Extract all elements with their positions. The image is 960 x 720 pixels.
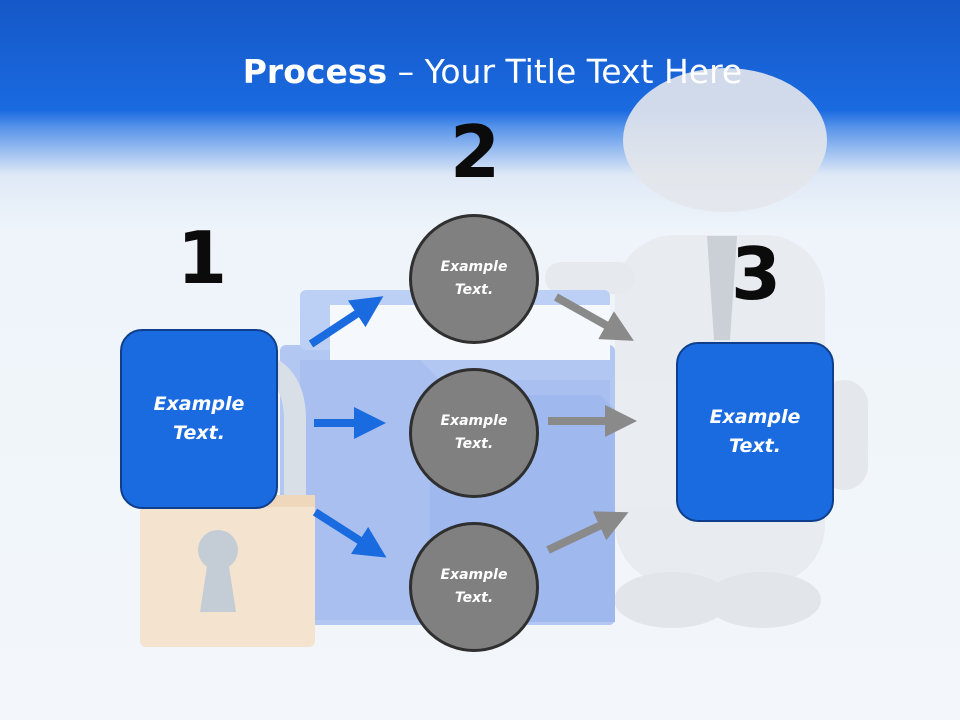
circle-bottom-text: Example Text.: [440, 567, 508, 606]
step-number-1: 1: [177, 216, 228, 300]
circle-middle: Example Text.: [409, 368, 539, 498]
arrow-up-blue: [308, 296, 384, 348]
circle-bottom: Example Text.: [409, 522, 539, 652]
step-number-3: 3: [731, 232, 782, 316]
circle-top: Example Text.: [409, 214, 539, 344]
arrow-down-gray: [554, 293, 634, 341]
arrow-down-blue: [312, 508, 387, 558]
step3-box: Example Text.: [676, 342, 834, 522]
step-number-2: 2: [450, 110, 501, 194]
title-rest: – Your Title Text Here: [387, 52, 743, 91]
title-bold: Process: [242, 52, 388, 91]
circle-middle-text: Example Text.: [440, 413, 508, 452]
slide-title: Process – Your Title Text Here: [0, 52, 960, 91]
step3-text: Example Text.: [709, 406, 801, 457]
step1-text: Example Text.: [153, 393, 245, 444]
step1-box: Example Text.: [120, 329, 278, 509]
circle-top-text: Example Text.: [440, 259, 508, 298]
arrow-up-gray: [546, 511, 629, 554]
